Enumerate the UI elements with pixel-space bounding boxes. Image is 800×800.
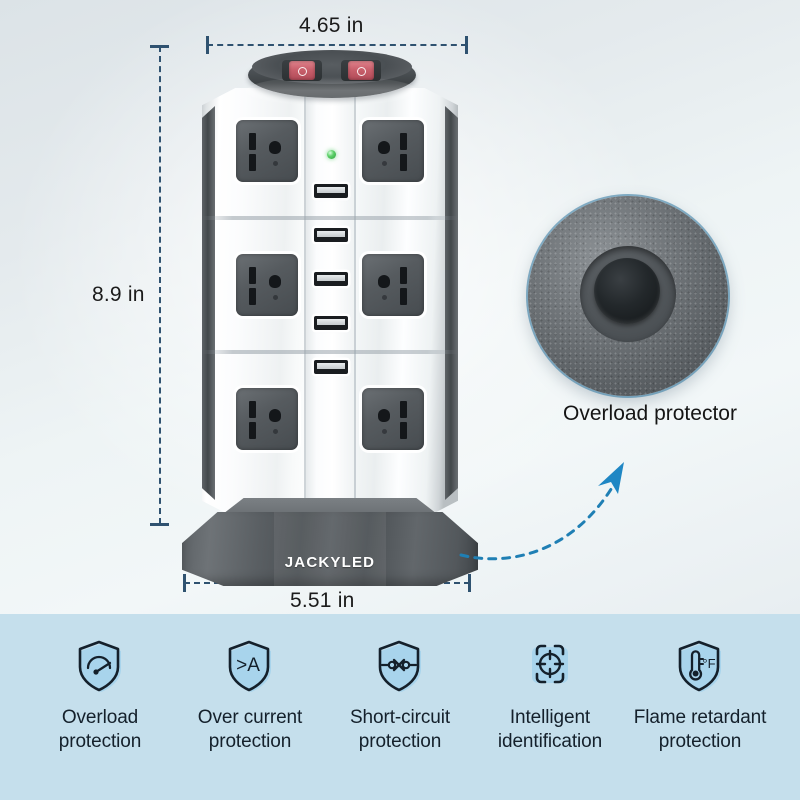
product-usb-column-edge-right	[354, 88, 356, 518]
arrow-path	[459, 484, 615, 561]
product-usb-column-edge-left	[304, 88, 306, 518]
dimension-width-top-cap-left	[206, 36, 209, 54]
feature-label: Overload protection	[58, 707, 142, 752]
ac-outlet-3	[236, 254, 298, 316]
outlet-mark	[273, 161, 278, 166]
product-base-front-facet	[274, 512, 386, 586]
shield-short-circuit-icon	[371, 638, 429, 696]
overload-protector-callout: Overload protector	[528, 196, 772, 440]
outlet-ground	[269, 141, 281, 154]
ac-outlet-5	[236, 388, 298, 450]
outlet-ground	[269, 409, 281, 422]
feature-label: Short-circuit protection	[349, 707, 451, 752]
usb-port-3	[314, 272, 348, 286]
product-corner-left	[202, 106, 215, 500]
overcurrent-glyph: >A	[236, 655, 260, 676]
usb-port-4	[314, 316, 348, 330]
outlet-slot	[400, 154, 407, 171]
usb-port-5	[314, 360, 348, 374]
outlet-slot	[249, 401, 256, 418]
outlet-slot	[249, 288, 256, 305]
callout-arrow-svg	[459, 462, 624, 561]
ac-outlet-2	[362, 120, 424, 182]
outlet-slot	[249, 422, 256, 439]
feature-list: Overload protection >A Over current prot…	[0, 614, 800, 800]
feature-over-current-protection: >A Over current protection	[176, 638, 324, 754]
product-tier-seam-2	[202, 350, 458, 354]
focus-target-icon	[521, 638, 579, 696]
usb-port-1	[314, 184, 348, 198]
outlet-ground	[378, 275, 390, 288]
dimension-width-top-line	[207, 44, 467, 46]
product-corner-right	[445, 106, 458, 500]
overload-protector-knob	[528, 196, 728, 396]
feature-label: Over current protection	[197, 707, 303, 752]
outlet-mark	[382, 295, 387, 300]
dimension-height-left-cap-bottom	[150, 523, 169, 526]
overload-protector-label: Overload protector	[563, 402, 737, 425]
outlet-slot	[249, 154, 256, 171]
product-usb-column	[306, 88, 354, 518]
dimension-height-left-line	[159, 46, 161, 524]
outlet-ground	[269, 275, 281, 288]
dimension-height-left-label: 8.9 in	[92, 283, 145, 306]
ac-outlet-4	[362, 254, 424, 316]
outlet-mark	[273, 429, 278, 434]
outlet-mark	[382, 429, 387, 434]
dimension-width-top-cap-right	[465, 36, 468, 54]
feature-flame-retardant-protection: °F Flame retardant protection	[626, 638, 774, 754]
outlet-slot	[400, 267, 407, 284]
callout-arrow	[455, 440, 675, 590]
outlet-mark	[382, 161, 387, 166]
outlet-slot	[400, 401, 407, 418]
top-cap-rim-highlight	[246, 76, 418, 106]
fahrenheit-glyph: °F	[702, 656, 715, 671]
outlet-mark	[273, 295, 278, 300]
outlet-slot	[400, 133, 407, 150]
product-power-strip-tower: JACKYLED	[168, 50, 492, 586]
shield-gauge-icon	[71, 638, 129, 696]
outlet-slot	[400, 288, 407, 305]
outlet-slot	[249, 133, 256, 150]
shield-overcurrent-icon: >A	[221, 638, 279, 696]
top-cap-surface	[252, 50, 412, 84]
feature-intelligent-identification: Intelligent identification	[476, 638, 624, 754]
feature-overload-protection: Overload protection	[26, 638, 174, 754]
power-switch-2[interactable]	[348, 61, 374, 80]
product-base: JACKYLED	[182, 498, 478, 594]
dimension-width-top-label: 4.65 in	[299, 14, 364, 37]
product-body	[202, 88, 458, 518]
dimension-height-left-cap-top	[150, 45, 169, 48]
outlet-slot	[400, 422, 407, 439]
usb-port-2	[314, 228, 348, 242]
product-base-body	[182, 512, 478, 586]
power-switch-1[interactable]	[289, 61, 315, 80]
feature-label: Intelligent identification	[497, 707, 603, 752]
dimension-width-base-cap-right	[468, 574, 471, 592]
outlet-ground	[378, 409, 390, 422]
ac-outlet-6	[362, 388, 424, 450]
outlet-slot	[249, 267, 256, 284]
ac-outlet-1	[236, 120, 298, 182]
reset-button[interactable]	[594, 258, 660, 324]
product-tier-seam-1	[202, 216, 458, 220]
feature-label: Flame retardant protection	[633, 707, 767, 752]
dimension-width-base-cap-left	[183, 574, 186, 592]
outlet-ground	[378, 141, 390, 154]
shield-thermometer-icon: °F	[671, 638, 729, 696]
brand-label: JACKYLED	[284, 554, 376, 571]
led-indicator	[327, 150, 336, 159]
dimension-width-base-label: 5.51 in	[290, 589, 355, 612]
arrow-head	[598, 462, 624, 494]
feature-short-circuit-protection: Short-circuit protection	[326, 638, 474, 754]
